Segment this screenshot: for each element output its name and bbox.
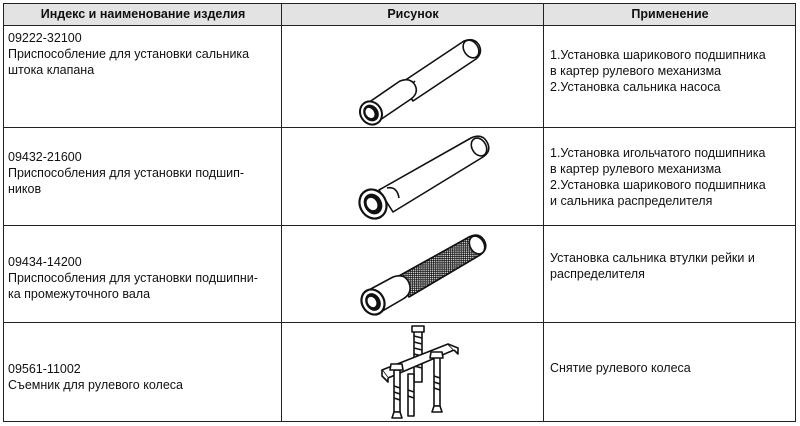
tool-index: 09434-14200 — [8, 255, 82, 269]
usage-line: распределителя — [550, 267, 645, 281]
table-row-3-usage: Установка сальника втулки рейки и распре… — [550, 250, 790, 282]
tool-name-line: ка промежуточного вала — [8, 287, 151, 301]
table-row-2-usage: 1.Установка игольчатого подшипника в кар… — [550, 145, 790, 209]
header-index-name: Индекс и наименование изделия — [40, 7, 246, 21]
short-tube-installer-icon — [359, 38, 482, 126]
table-row-4-index-name: 09561-11002 Съемник для рулевого колеса — [8, 361, 278, 393]
tool-name-line: Приспособления для установки подшип- — [8, 166, 245, 180]
usage-line: 2.Установка сальника насоса — [550, 80, 721, 94]
steering-wheel-puller-icon — [381, 325, 459, 419]
table-row-3-index-name: 09434-14200 Приспособления для установки… — [8, 254, 278, 302]
usage-line: 1.Установка шарикового подшипника — [550, 48, 766, 62]
usage-line: 2.Установка шарикового подшипника — [550, 178, 766, 192]
long-tube-installer-icon — [358, 135, 490, 220]
tool-name-line: Приспособление для установки сальника — [8, 47, 250, 61]
tools-table: Индекс и наименование изделия Рисунок Пр… — [3, 3, 796, 422]
tool-name-line: штока клапана — [8, 63, 95, 77]
usage-line: и сальника распределителя — [550, 194, 713, 208]
usage-line: в картер рулевого механизма — [550, 162, 722, 176]
row-divider — [4, 127, 795, 128]
usage-line: Снятие рулевого колеса — [550, 361, 691, 375]
tool-name-line: Приспособления для установки подшипни- — [8, 271, 258, 285]
tool-index: 09432-21600 — [8, 150, 82, 164]
tool-index: 09561-11002 — [8, 362, 81, 376]
usage-line: в картер рулевого механизма — [550, 64, 722, 78]
row-divider — [4, 322, 795, 323]
tool-name-line: ников — [8, 182, 42, 196]
header-usage: Применение — [631, 7, 709, 21]
knurled-handle-installer-icon — [360, 234, 487, 316]
table-row-2-index-name: 09432-21600 Приспособления для установки… — [8, 149, 278, 197]
column-divider — [543, 4, 544, 421]
table-header: Индекс и наименование изделия Рисунок Пр… — [4, 4, 795, 26]
header-drawing: Рисунок — [387, 7, 439, 21]
table-row-4-usage: Снятие рулевого колеса — [550, 360, 790, 376]
row-divider — [4, 225, 795, 226]
usage-line: Установка сальника втулки рейки и — [550, 251, 755, 265]
tool-index: 09222-32100 — [8, 31, 82, 45]
column-divider — [281, 4, 282, 421]
table-row-1-index-name: 09222-32100 Приспособление для установки… — [8, 30, 278, 78]
usage-line: 1.Установка игольчатого подшипника — [550, 146, 766, 160]
table-row-1-usage: 1.Установка шарикового подшипника в карт… — [550, 47, 790, 95]
tool-name-line: Съемник для рулевого колеса — [8, 378, 183, 392]
